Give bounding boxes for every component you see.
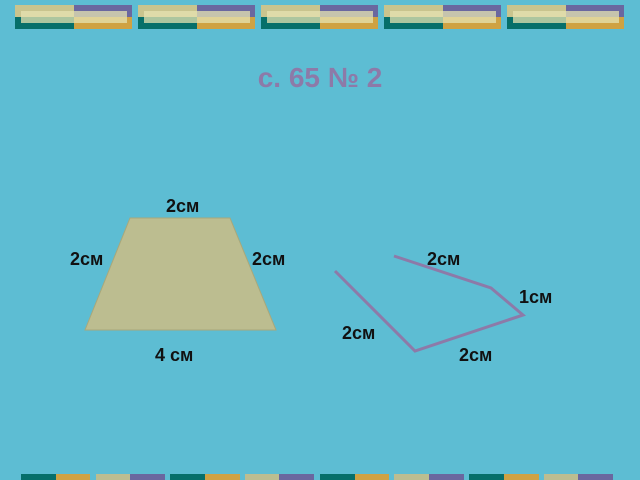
footer-segment	[130, 474, 165, 480]
footer-segment	[469, 474, 504, 480]
trapezoid-shape	[84, 217, 277, 331]
footer-segment	[170, 474, 205, 480]
polyline-label-left: 2см	[342, 323, 376, 343]
header-block	[15, 5, 132, 29]
footer-segment	[504, 474, 539, 480]
footer-segment	[578, 474, 613, 480]
trapezoid-label-bottom: 4 см	[155, 345, 194, 365]
footer-segment	[355, 474, 389, 480]
header-block	[384, 5, 501, 29]
footer-segment	[96, 474, 130, 480]
footer-segment	[429, 474, 464, 480]
footer-segment	[394, 474, 429, 480]
trapezoid-label-right: 2см	[252, 249, 286, 269]
slide-title: с. 65 № 2	[257, 62, 383, 93]
footer-segment	[544, 474, 578, 480]
polyline-label-right: 1см	[519, 287, 553, 307]
footer-segment	[21, 474, 56, 480]
trapezoid-label-left: 2см	[70, 249, 104, 269]
footer-segment	[56, 474, 90, 480]
polyline-label-bottom: 2см	[459, 345, 493, 365]
footer-segment	[279, 474, 314, 480]
footer-segment	[245, 474, 279, 480]
header-block	[261, 5, 378, 29]
header-block	[138, 5, 255, 29]
polyline-label-top: 2см	[427, 249, 461, 269]
open-polyline-shape	[333, 254, 527, 353]
footer-segment	[205, 474, 240, 480]
header-block	[507, 5, 624, 29]
footer-segment	[320, 474, 355, 480]
trapezoid-label-top: 2см	[166, 196, 200, 216]
